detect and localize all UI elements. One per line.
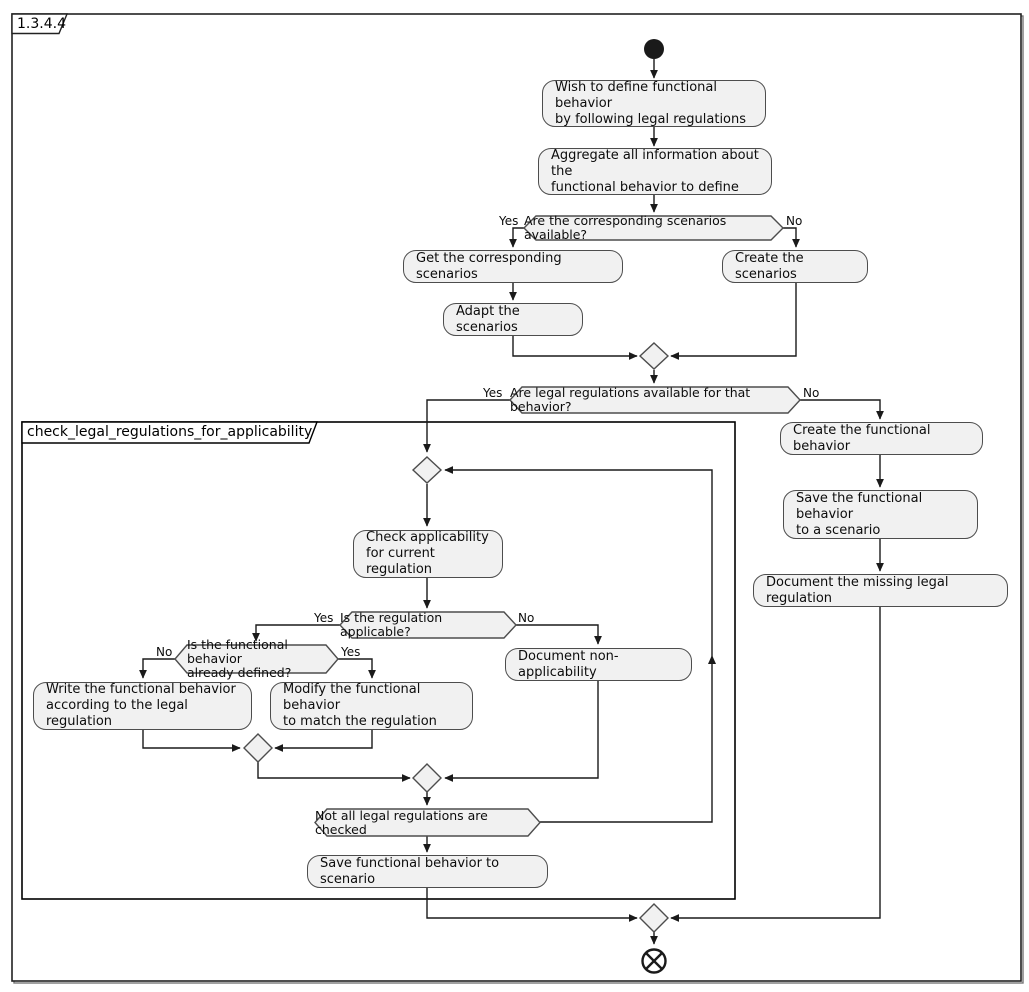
label-regulation-applicable-no: No	[518, 611, 535, 625]
activity-save-functional-behavior-to-scenario: Save functional behavior to scenario	[307, 855, 548, 888]
edge-decision2-no	[800, 399, 884, 420]
activity-get-scenarios: Get the corresponding scenarios	[403, 250, 623, 283]
label-scenarios-available-no: No	[786, 214, 803, 228]
merge-diamond-3	[243, 733, 273, 763]
activity-modify-functional-behavior: Modify the functional behavior to match …	[270, 682, 473, 730]
end-node	[641, 948, 667, 974]
merge-diamond-5	[639, 903, 669, 933]
activity-wish: Wish to define functional behavior by fo…	[542, 80, 766, 127]
merge-diamond-2	[411, 456, 443, 484]
edge-decision4-yes	[338, 658, 376, 679]
edge-decision4-no	[139, 658, 175, 679]
decision-behavior-already-defined: Is the functional behavior already defin…	[187, 637, 292, 680]
connectors	[139, 59, 884, 945]
decision-not-all-regulations-checked: Not all legal regulations are checked	[315, 807, 488, 837]
decision-legal-regulations-available-shape	[509, 386, 801, 414]
decision-legal-regulations-available: Are legal regulations available for that…	[510, 385, 751, 414]
activity-check-applicability: Check applicability for current regulati…	[353, 530, 503, 578]
label-legal-available-yes: Yes	[483, 386, 503, 400]
activity-create-scenarios: Create the scenarios	[722, 250, 868, 283]
activity-adapt-scenarios: Adapt the scenarios	[443, 303, 583, 336]
label-regulation-applicable-yes: Yes	[314, 611, 334, 625]
label-behavior-defined-yes: Yes	[341, 645, 361, 659]
edge-decision2-yes	[423, 399, 510, 453]
edge-decision3-yes	[252, 624, 340, 642]
label-scenarios-available-yes: Yes	[499, 214, 519, 228]
edge-decision3-no	[516, 624, 602, 645]
activity-save-functional-behavior-to-a-scenario: Save the functional behavior to a scenar…	[783, 490, 978, 539]
loopback-arrowhead	[708, 655, 716, 664]
activity-document-missing-legal-regulation: Document the missing legal regulation	[753, 574, 1008, 607]
decision-regulation-applicable: Is the regulation applicable?	[340, 610, 443, 639]
edge-save-merge5	[426, 888, 638, 922]
start-node	[644, 39, 664, 59]
edge-loopback	[444, 466, 713, 823]
merge-diamond-4	[412, 763, 442, 793]
label-legal-available-no: No	[803, 386, 820, 400]
activity-aggregate: Aggregate all information about the func…	[538, 148, 772, 195]
activity-document-non-applicability: Document non-applicability	[505, 648, 692, 681]
edge-decision1-no	[783, 227, 800, 248]
frame-title: 1.3.4.4	[17, 16, 66, 32]
edge-decision1-yes	[509, 227, 524, 248]
edge-adapt-merge1	[512, 336, 638, 360]
activity-create-functional-behavior: Create the functional behavior	[780, 422, 983, 455]
partition-tab	[21, 421, 319, 444]
decision-scenarios-available-shape	[523, 215, 784, 241]
merge-diamond-1	[638, 342, 670, 370]
decision-not-all-checked-shape	[314, 808, 541, 837]
edge-merge3-merge4	[257, 762, 411, 782]
partition-title: check_legal_regulations_for_applicabilit…	[27, 424, 313, 440]
edge-write-merge3	[142, 730, 241, 752]
activity-write-functional-behavior: Write the functional behavior according …	[33, 682, 252, 730]
decision-regulation-applicable-shape	[339, 611, 517, 639]
edge-docnonapp-merge4	[444, 681, 599, 782]
decision-scenarios-available: Are the corresponding scenarios availabl…	[524, 213, 727, 242]
decision-behavior-already-defined-shape	[174, 644, 339, 674]
partition-border	[21, 421, 736, 900]
edge-docmissing-merge5	[670, 607, 881, 922]
frame-tab	[11, 13, 69, 35]
edge-createscenarios-merge1	[670, 283, 797, 360]
edge-modify-merge3	[274, 730, 373, 752]
label-behavior-defined-no: No	[156, 645, 173, 659]
